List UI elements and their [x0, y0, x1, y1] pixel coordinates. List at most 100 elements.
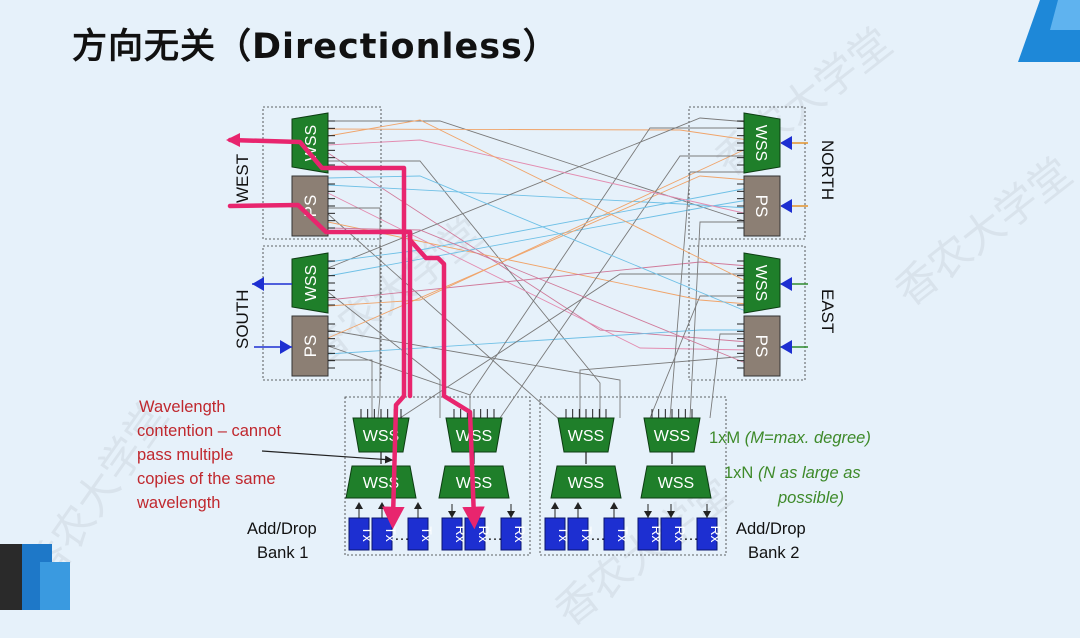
label-south: SOUTH	[233, 290, 252, 350]
ps-label: PS	[752, 195, 771, 218]
transceiver-label: Rx	[672, 525, 688, 542]
mesh-line	[709, 333, 748, 419]
port-arrow-icon	[780, 340, 808, 354]
bank1-label-line1: Add/Drop	[247, 520, 317, 538]
contention-line-3: pass multiple	[137, 446, 233, 464]
wss-label: WSS	[303, 265, 320, 301]
mesh-line	[327, 175, 749, 313]
receiver-block: Rx	[500, 504, 528, 551]
port-arrow-icon	[780, 277, 808, 291]
mesh-line	[327, 227, 749, 365]
east-module-box	[688, 245, 806, 381]
port-arrow-icon	[780, 199, 808, 213]
bank2-label-line2: Bank 2	[748, 544, 799, 562]
bank1-box	[344, 396, 531, 556]
mesh-line	[327, 329, 748, 355]
note-1xn-line2: possible)	[777, 489, 844, 507]
ps-label: PS	[301, 335, 320, 358]
mesh-line	[327, 261, 749, 301]
contention-pointer-arrow	[261, 450, 393, 464]
receiver-block: Rx	[660, 504, 688, 551]
transceiver-label: Rx	[476, 525, 492, 542]
mesh-line	[327, 139, 749, 215]
port-arrow-icon	[780, 136, 808, 150]
contention-note: Wavelength contention – cannot pass mult…	[136, 398, 281, 512]
receiver-block: Rx	[637, 504, 665, 551]
bank2-add-wss-1xm: WSS	[557, 409, 615, 464]
mesh-line	[328, 120, 761, 227]
label-east: EAST	[818, 289, 837, 333]
mesh-line	[649, 295, 748, 419]
bank1-add-wss-1xm: WSS	[352, 409, 410, 464]
mesh-line	[327, 119, 749, 283]
wss-label: WSS	[456, 428, 492, 445]
mesh-line	[327, 329, 621, 418]
receiver-block: Rx	[696, 504, 724, 551]
transmitter-block: Tx	[407, 502, 435, 551]
mesh-line	[399, 273, 748, 419]
corner-decoration-top-right	[1018, 0, 1080, 62]
note-1xn: 1xN (N as large as	[724, 464, 861, 482]
bank1-label-line2: Bank 1	[257, 544, 308, 562]
wss-block: WSS	[737, 112, 781, 174]
mesh-line	[327, 199, 749, 277]
corner-decoration-bottom-left	[0, 544, 70, 610]
wss-label: WSS	[752, 265, 769, 301]
mesh-line	[328, 207, 381, 419]
wss-label: WSS	[363, 428, 399, 445]
bank2-drop-wss-1xn: WSS	[640, 465, 712, 499]
south-module-box	[262, 245, 382, 381]
ps-block: PS	[291, 315, 335, 377]
wss-label: WSS	[654, 428, 690, 445]
transceiver-label: Rx	[512, 525, 528, 542]
north-module-box	[688, 106, 806, 240]
mesh-interconnects	[327, 117, 761, 421]
ellipsis: …	[394, 527, 410, 544]
ps-block: PS	[737, 315, 781, 377]
mesh-line	[327, 152, 749, 343]
note-1xm: 1xM (M=max. degree)	[709, 429, 871, 447]
transceiver-label: Tx	[419, 526, 435, 542]
wss-label: WSS	[568, 428, 604, 445]
mesh-line	[327, 291, 441, 418]
wss-label: WSS	[658, 475, 694, 492]
bank2-drop-wss-1xm: WSS	[643, 409, 701, 464]
port-arrow-icon	[254, 340, 292, 354]
ellipsis: …	[683, 527, 699, 544]
mesh-line	[669, 171, 748, 419]
mesh-line	[327, 147, 749, 307]
transmitter-block: Tx	[603, 502, 631, 551]
mesh-line	[327, 192, 749, 351]
ellipsis: …	[590, 527, 606, 544]
transceiver-label: Tx	[383, 526, 399, 542]
mesh-line	[327, 345, 471, 418]
bank1-add-wss-1xn: WSS	[345, 465, 417, 499]
highlighted-path	[227, 137, 485, 530]
wss-label: WSS	[752, 125, 769, 161]
bank2-add-wss-1xn: WSS	[550, 465, 622, 499]
mesh-line	[579, 355, 749, 418]
contention-line-2: contention – cannot	[137, 422, 281, 440]
ellipsis: …	[487, 527, 503, 544]
transceiver-label: Tx	[579, 526, 595, 542]
transceiver-label: Tx	[615, 526, 631, 542]
wss-label: WSS	[568, 475, 604, 492]
bank2-label-line1: Add/Drop	[736, 520, 806, 538]
west-module-box	[262, 106, 382, 240]
label-north: NORTH	[818, 140, 837, 200]
mesh-line	[327, 128, 749, 141]
page-title: 方向无关（Directionless）	[72, 27, 559, 67]
wss-block: WSS	[291, 252, 335, 314]
mesh-line	[499, 155, 748, 419]
transmitter-block: Tx	[567, 502, 595, 551]
port-arrow-icon	[252, 277, 292, 291]
mesh-line	[327, 117, 749, 269]
bank2-box	[539, 396, 727, 556]
degree-ports	[252, 136, 808, 354]
mesh-line	[327, 175, 749, 339]
label-west: WEST	[233, 154, 252, 203]
west-out-arrow-head	[226, 133, 240, 147]
module-boxes	[262, 106, 806, 556]
